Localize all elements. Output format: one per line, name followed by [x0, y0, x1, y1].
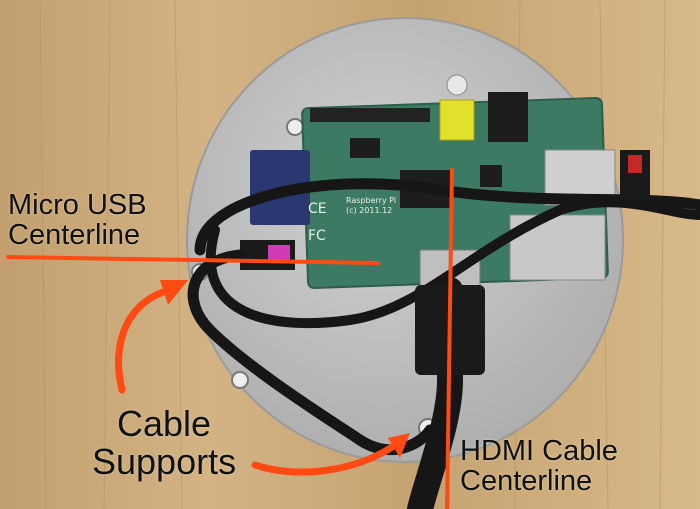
hdmi-centerline — [445, 168, 454, 509]
cable-supports-label: Cable Supports — [92, 405, 236, 481]
hdmi-label-line1: HDMI Cable — [460, 435, 618, 467]
board-brand: Raspberry Pi — [346, 196, 396, 205]
arrowhead-upper — [160, 280, 188, 305]
board-fcc-mark: FC — [308, 228, 326, 244]
micro-usb-label-line1: Micro USB — [8, 189, 147, 221]
cable-supports-label-line2: Supports — [92, 440, 237, 482]
rca-jack — [439, 99, 475, 141]
audio-jack — [488, 92, 528, 142]
hdmi-centerline-label: HDMI Cable Centerline — [460, 436, 618, 497]
support-arrow-lower — [251, 441, 399, 476]
micro-usb-centerline-label: Micro USB Centerline — [8, 190, 147, 251]
support-arrow-upper — [115, 286, 174, 394]
micro-usb-label-line2: Centerline — [8, 219, 141, 252]
cable-supports-label-line1: Cable — [117, 403, 212, 444]
annotations — [6, 168, 454, 509]
board-ce-mark: CE — [308, 201, 327, 217]
arrowhead-lower — [388, 433, 410, 458]
arrowheads — [160, 280, 410, 458]
micro-usb-centerline — [6, 255, 380, 265]
hdmi-label-line2: Centerline — [460, 465, 593, 498]
board-copyright: (c) 2011.12 — [346, 206, 392, 215]
